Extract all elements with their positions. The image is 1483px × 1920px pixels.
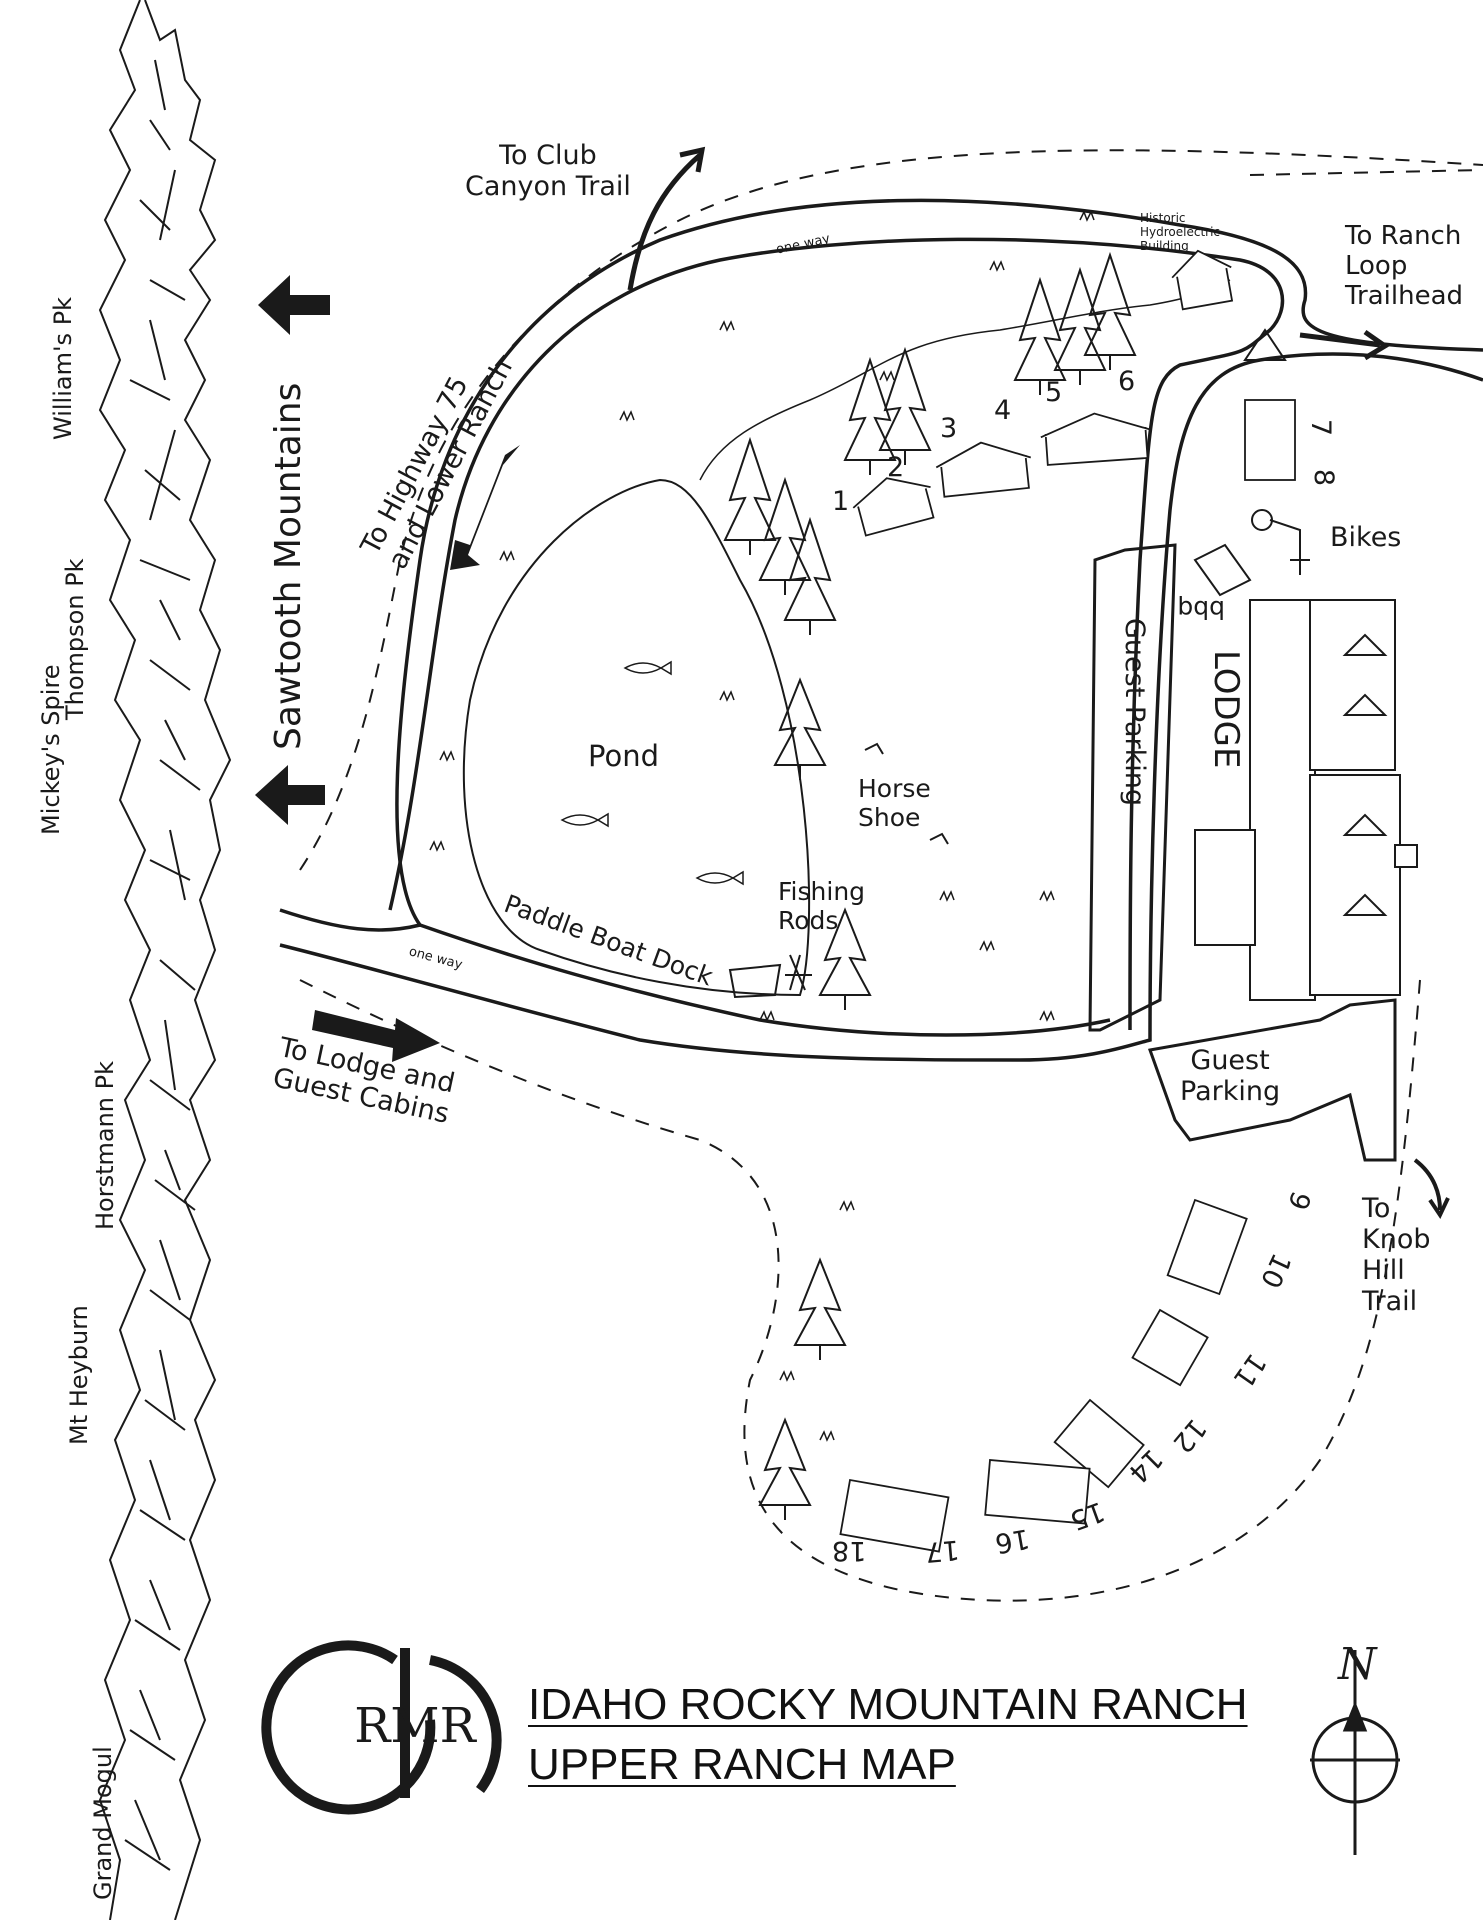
cabin-number: 18 <box>832 1535 867 1566</box>
fishing-rods-label: Fishing Rods <box>778 877 866 935</box>
to-club-canyon-label: To Club Canyon Trail <box>465 140 631 203</box>
lodge-label: LODGE <box>1206 650 1246 769</box>
map-title-line2: UPPER RANCH MAP <box>528 1740 956 1789</box>
cabin-number: 3 <box>940 413 958 444</box>
thompson-pk-label: Thompson Pk <box>61 558 89 720</box>
bbq-label: bbq <box>1177 595 1225 624</box>
guest-parking-lot <box>1147 998 1397 1162</box>
pond-outline <box>462 478 811 997</box>
creek <box>699 279 1231 481</box>
guest-parking-lot-vertical <box>1088 543 1177 1032</box>
club-canyon-arrow-icon <box>627 146 706 291</box>
bikes-label: Bikes <box>1330 522 1402 553</box>
fishing-rods-icon <box>785 954 812 991</box>
mountain-range <box>98 0 232 1920</box>
paddle-boat-dock-icon <box>728 963 782 999</box>
north-label: N <box>1338 1639 1377 1690</box>
to-knob-hill-label: To Knob Hill Trail <box>1362 1193 1431 1318</box>
rmr-logo-text: RMR <box>354 1698 477 1754</box>
arrow-left-icon <box>255 765 325 825</box>
lodge-arrow-icon <box>312 1010 440 1062</box>
cabin-number: 1 <box>832 486 850 517</box>
guest-parking-lot-label: Guest Parking <box>1180 1045 1281 1108</box>
mountain-arrows <box>255 275 330 825</box>
fish-icon <box>560 660 744 886</box>
cabin-number: 8 <box>1308 468 1340 487</box>
lodge-building <box>1194 599 1418 1001</box>
knob-hill-arrow-icon <box>1413 1158 1450 1220</box>
cabin-number: 16 <box>992 1522 1032 1559</box>
horse-shoe-icon <box>864 742 949 845</box>
mt-heyburn-label: Mt Heyburn <box>65 1305 93 1445</box>
ranch-loop-arrow-icon <box>1299 329 1390 361</box>
pond-label: Pond <box>588 739 659 773</box>
cabin-number: 17 <box>923 1533 961 1568</box>
horse-shoe-label: Horse Shoe <box>858 774 931 832</box>
arrow-left-icon <box>258 275 330 335</box>
sawtooth-mountains-label: Sawtooth Mountains <box>268 382 309 750</box>
rmr-logo <box>261 1640 502 1815</box>
map-title-line1: IDAHO ROCKY MOUNTAIN RANCH <box>528 1680 1248 1729</box>
grass-icons <box>429 210 1095 1442</box>
cabin-number: 7 <box>1305 418 1337 437</box>
highway-arrow-icon <box>450 445 520 570</box>
williams-pk-label: William's Pk <box>49 296 77 440</box>
cabin-number: 5 <box>1045 377 1063 408</box>
cabin-number: 2 <box>887 452 905 483</box>
trail-dashed <box>299 149 1483 1602</box>
bikes-icon <box>1251 509 1310 575</box>
guest-parking-vertical-label: Guest Parking <box>1119 618 1150 806</box>
compass-icon <box>1310 1650 1400 1855</box>
mickeys-spire-label: Mickey's Spire <box>37 664 65 835</box>
grand-mogul-label: Grand Mogul <box>89 1746 117 1900</box>
tree-icons <box>723 251 1287 1520</box>
horstmann-pk-label: Horstmann Pk <box>91 1060 119 1230</box>
to-ranch-loop-label: To Ranch Loop Trailhead <box>1345 221 1464 311</box>
cabin-number: 6 <box>1118 366 1136 397</box>
hydro-building-label: Historic Hydroelectric Building <box>1140 211 1221 253</box>
bbq-icon <box>1193 543 1252 597</box>
cabin-icons <box>839 249 1296 1553</box>
cabin-number: 4 <box>994 395 1012 426</box>
